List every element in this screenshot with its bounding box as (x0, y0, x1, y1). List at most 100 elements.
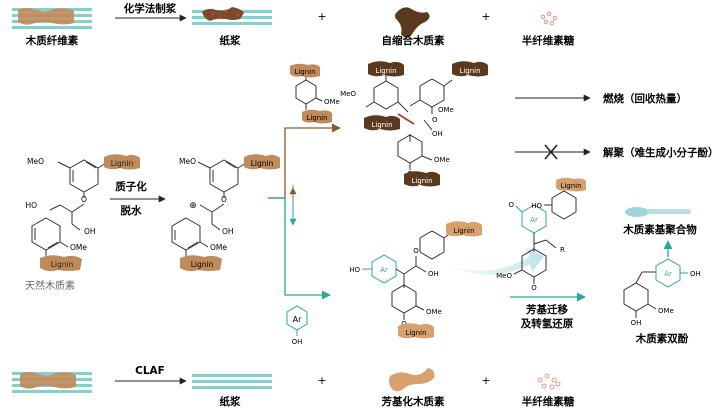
blocked-cross (544, 144, 558, 160)
svg-text:Ar: Ar (380, 266, 388, 274)
svg-text:MeO: MeO (27, 157, 44, 166)
arylated-tags: Ar HO O OH OMe O (349, 247, 442, 328)
bottom-step-label: CLAF (135, 365, 165, 377)
svg-text:HO: HO (531, 202, 542, 210)
svg-text:OMe: OMe (438, 106, 454, 114)
cation-blob-2: Lignin (180, 255, 222, 272)
svg-text:Lignin: Lignin (560, 182, 581, 190)
svg-text:MeO: MeO (496, 272, 512, 280)
guaiacyl-reagent (295, 76, 323, 110)
native-lignin-blob-1: Lignin (104, 154, 140, 170)
svg-text:Lignin: Lignin (405, 329, 426, 337)
top-wood-label: 木质纤维素 (25, 34, 79, 47)
svg-text:O: O (508, 201, 514, 209)
migration-label-2: 及转氢还原 (521, 317, 574, 330)
depoly-label: 解聚（难生成小分子酚） (602, 146, 719, 159)
bisphenol-label: 木质素双酚 (635, 332, 689, 345)
top-sugar-icon (540, 11, 558, 26)
svg-text:Lignin: Lignin (111, 159, 134, 168)
self-condensed-blob-3: Lignin (364, 115, 400, 131)
bottom-pulp-label: 纸浆 (220, 395, 241, 408)
migration-curved-arrow (440, 248, 544, 275)
svg-text:O: O (413, 247, 419, 255)
svg-text:OH: OH (432, 130, 443, 138)
svg-text:HO: HO (349, 266, 360, 274)
new-cc-bond (397, 113, 415, 125)
top-plus-2: + (481, 10, 490, 23)
native-lignin-tags: MeO O HO OH OMe O (25, 157, 95, 266)
bottom-pulp-icon (192, 374, 272, 389)
svg-text:OMe: OMe (324, 98, 340, 106)
svg-text:OH: OH (84, 227, 96, 236)
native-lignin-label: 天然木质素 (25, 279, 75, 292)
svg-text:O: O (531, 284, 537, 292)
bisphenol-tags: Ar OH OMe OH (631, 270, 701, 327)
svg-text:Ar: Ar (530, 216, 538, 224)
top-hemi-label: 半纤维素糖 (522, 34, 575, 47)
svg-text:Ar: Ar (664, 270, 672, 278)
native-lignin-blob-2: Lignin (40, 255, 82, 272)
svg-text:Lignin: Lignin (411, 177, 432, 185)
bottom-sugar-icon (537, 373, 561, 390)
top-wood-icon (12, 8, 92, 29)
bottom-hemi-label: 半纤维素糖 (522, 395, 575, 408)
svg-text:R: R (560, 246, 565, 254)
aryl-reagent (286, 305, 308, 336)
aryl-reagent-tags: Ar OH (292, 315, 303, 346)
bottom-plus-2: + (481, 374, 490, 387)
spiro-tags: O Ar HO R MeO O (496, 201, 565, 292)
arylated-structure (362, 230, 453, 320)
spiro-intermediate (513, 190, 577, 284)
svg-text:OH: OH (631, 319, 642, 327)
svg-text:Lignin: Lignin (251, 159, 274, 168)
migration-label-1: 芳基迁移 (526, 303, 568, 316)
svg-text:OMe: OMe (426, 308, 442, 316)
svg-text:Lignin: Lignin (294, 68, 315, 76)
self-condensed-structure (365, 74, 453, 170)
top-step-label: 化学法制浆 (124, 2, 177, 15)
polymer-spoon-icon (625, 207, 691, 217)
cation-structure (171, 159, 247, 257)
self-condensed-blob-4: Lignin (404, 171, 440, 187)
svg-text:OMe: OMe (210, 243, 227, 252)
svg-text:OMe: OMe (658, 307, 674, 315)
self-condensed-tags: MeO O OMe OH OMe O (340, 90, 454, 178)
guaiacyl-blob-top: Lignin (290, 63, 320, 78)
svg-text:OH: OH (428, 270, 439, 278)
bisphenol-structure (623, 258, 688, 318)
spiro-blob: Lignin (556, 177, 586, 192)
svg-text:Lignin: Lignin (306, 114, 327, 122)
svg-text:Lignin: Lignin (459, 67, 480, 75)
svg-text:⊕: ⊕ (189, 201, 197, 211)
svg-text:Lignin: Lignin (51, 260, 74, 269)
svg-text:Ar: Ar (293, 315, 302, 324)
self-condensed-blob-2: Lignin (452, 61, 488, 77)
top-self-condensed-label: 自缩合木质素 (382, 34, 445, 47)
dehydration-label: 脱水 (121, 204, 142, 217)
teal-branch-arrow (268, 197, 331, 300)
svg-text:OMe: OMe (434, 156, 450, 164)
bottom-arylated-icon (389, 368, 435, 392)
svg-text:OMe: OMe (70, 243, 87, 252)
svg-text:Lignin: Lignin (375, 67, 396, 75)
svg-text:OH: OH (222, 227, 234, 236)
svg-text:O: O (432, 116, 438, 124)
guaiacyl-blob-bottom: Lignin (302, 109, 332, 124)
bottom-wood-icon (12, 372, 92, 393)
top-pulp-label: 纸浆 (220, 34, 241, 47)
svg-text:O: O (81, 195, 87, 204)
protonation-label: 质子化 (115, 180, 147, 193)
svg-text:OH: OH (690, 270, 701, 278)
native-lignin-structure (31, 159, 107, 257)
arylated-blob-2: Lignin (398, 323, 434, 339)
svg-text:Lignin: Lignin (453, 227, 474, 235)
svg-text:Lignin: Lignin (371, 121, 392, 129)
svg-text:OH: OH (292, 338, 303, 346)
top-self-condensed-icon (395, 7, 430, 38)
bottom-plus-1: + (317, 374, 326, 387)
self-condensed-blob-1: Lignin (368, 61, 404, 77)
top-pulp-icon (192, 7, 272, 25)
arylated-blob-1: Lignin (446, 221, 482, 237)
combustion-label: 燃烧（回收热量） (603, 92, 687, 105)
